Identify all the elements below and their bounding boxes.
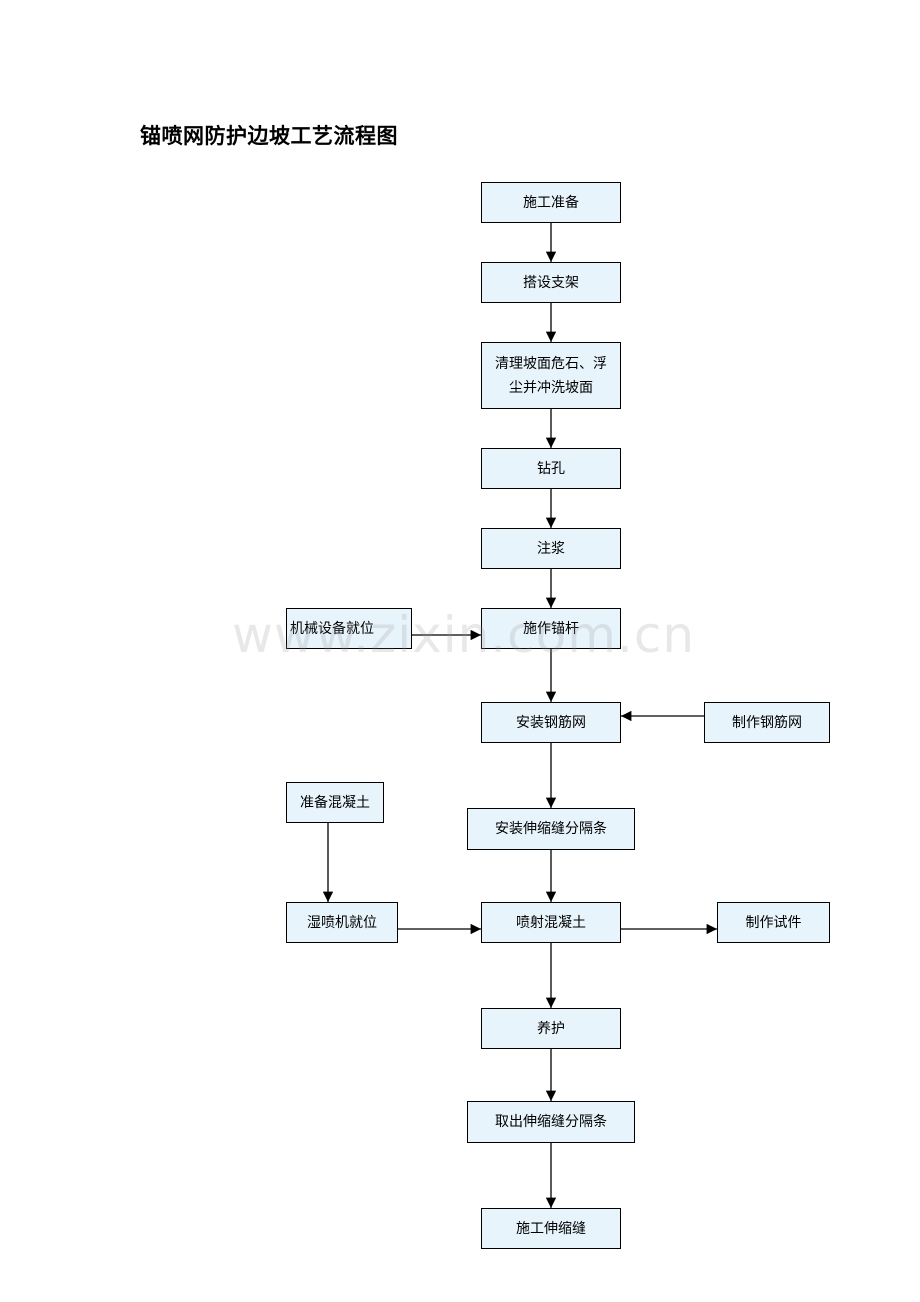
page-title: 锚喷网防护边坡工艺流程图 bbox=[140, 123, 398, 148]
node-drill: 钻孔 bbox=[481, 448, 621, 489]
node-remove-joint-strip: 取出伸缩缝分隔条 bbox=[467, 1101, 635, 1143]
node-clean-slope: 清理坡面危石、浮 尘并冲洗坡面 bbox=[481, 342, 621, 409]
node-grout: 注浆 bbox=[481, 528, 621, 569]
node-spray-concrete: 喷射混凝土 bbox=[481, 902, 621, 943]
node-make-mesh: 制作钢筋网 bbox=[704, 702, 830, 743]
node-install-mesh: 安装钢筋网 bbox=[481, 702, 621, 743]
node-construct-expansion-joint: 施工伸缩缝 bbox=[481, 1208, 621, 1249]
node-clean-slope-line1: 清理坡面危石、浮 bbox=[495, 355, 607, 372]
node-wet-sprayer-in-place: 湿喷机就位 bbox=[286, 902, 398, 943]
node-make-specimen: 制作试件 bbox=[717, 902, 830, 943]
node-erect-scaffold: 搭设支架 bbox=[481, 262, 621, 303]
node-construction-prep: 施工准备 bbox=[481, 182, 621, 223]
node-install-joint-strip: 安装伸缩缝分隔条 bbox=[467, 808, 635, 850]
node-clean-slope-line2: 尘并冲洗坡面 bbox=[509, 379, 593, 396]
node-machine-in-place: 机械设备就位 bbox=[286, 608, 412, 649]
node-prepare-concrete: 准备混凝土 bbox=[286, 782, 384, 823]
node-install-anchor: 施作锚杆 bbox=[481, 608, 621, 649]
node-curing: 养护 bbox=[481, 1008, 621, 1049]
